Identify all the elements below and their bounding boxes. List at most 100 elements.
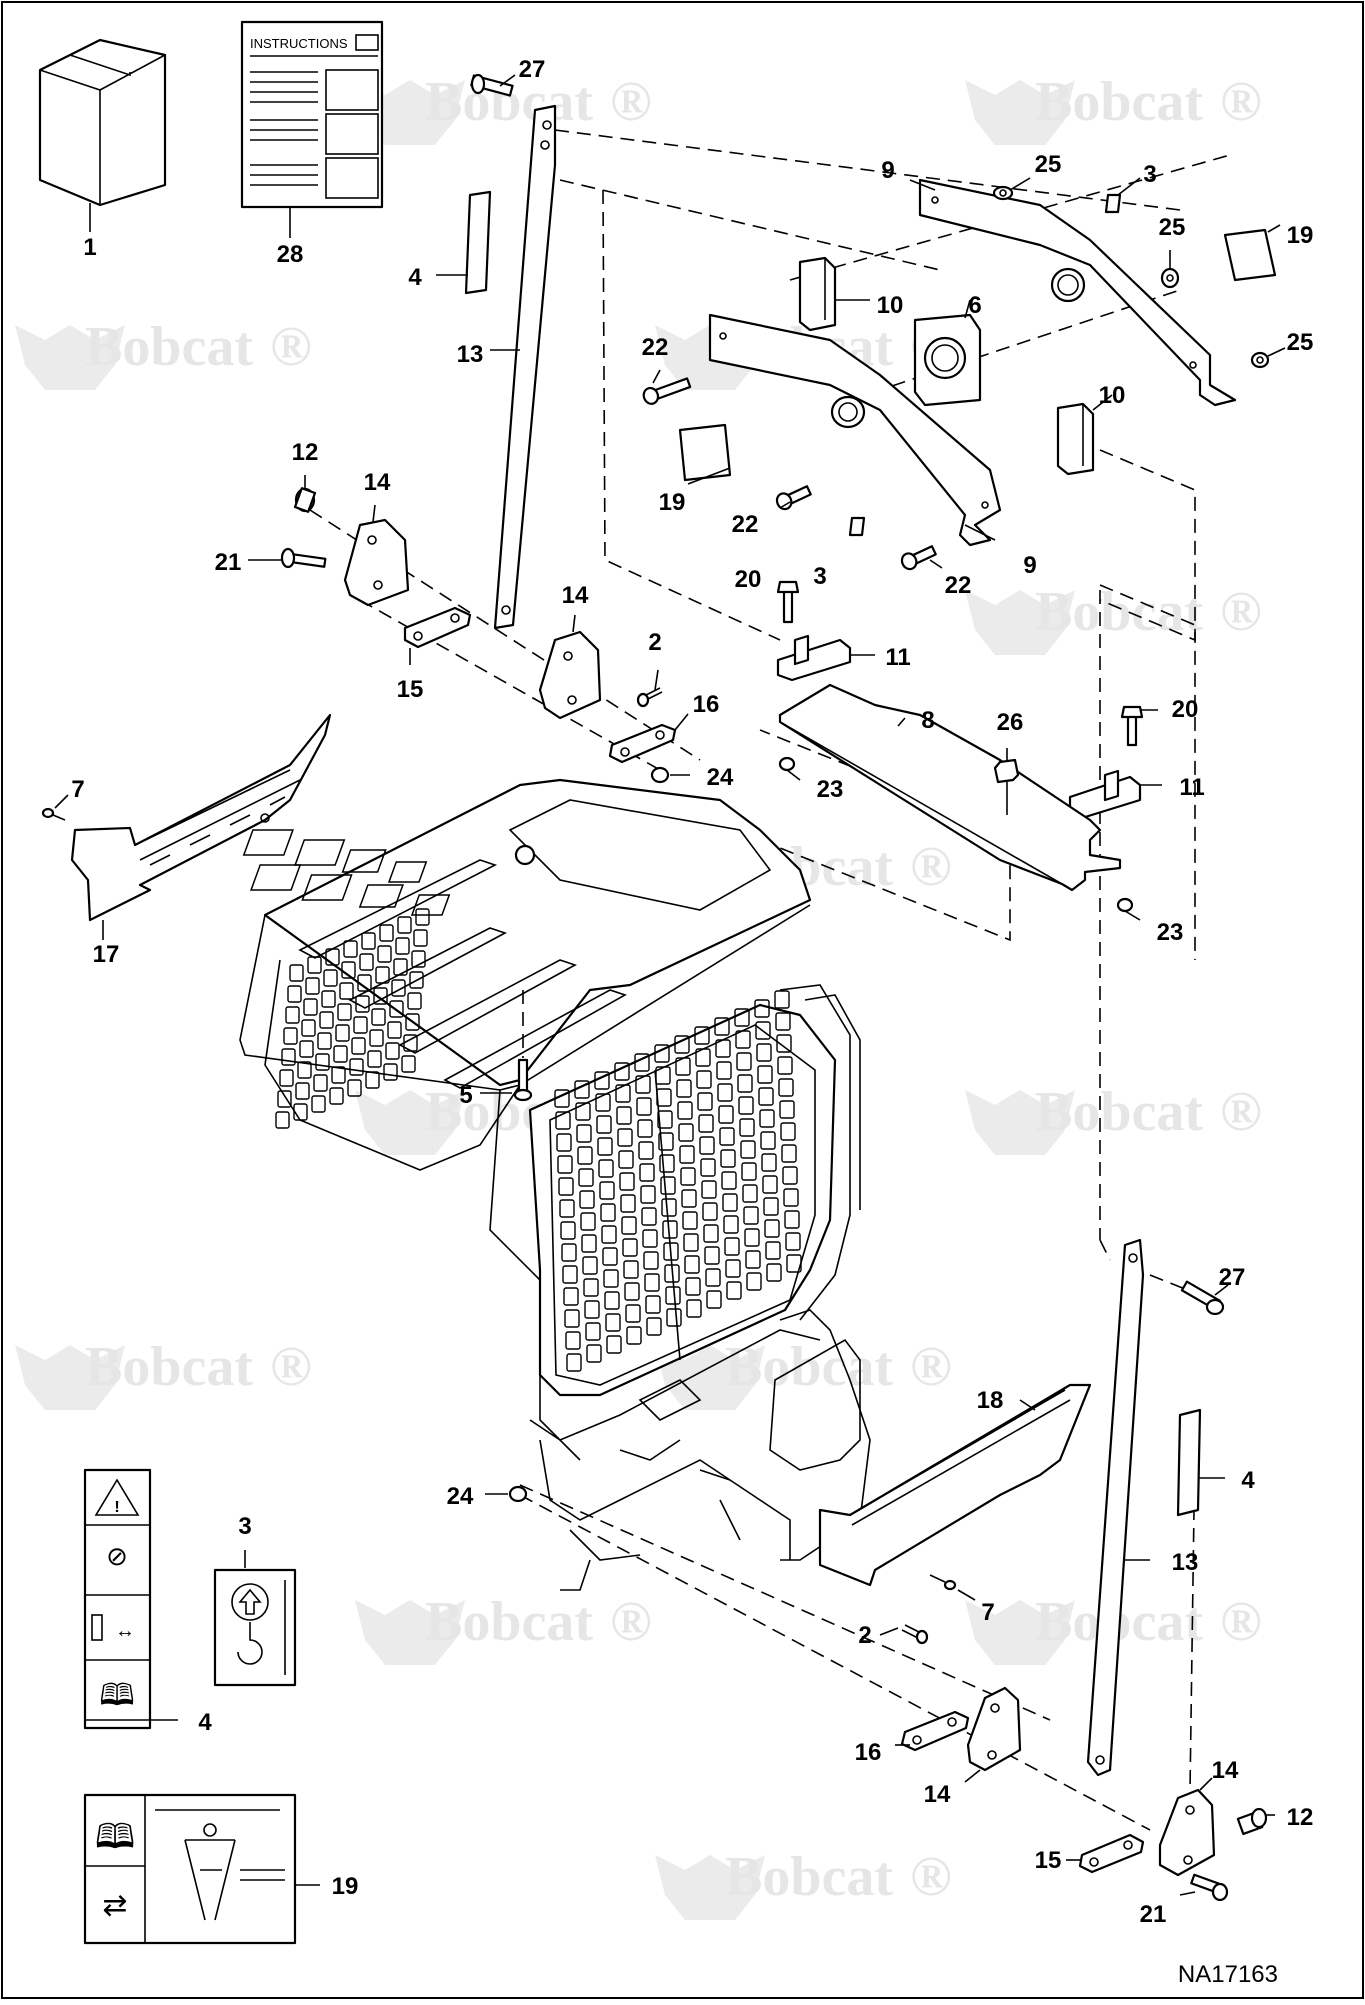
callout-c20b: 20	[1172, 696, 1199, 723]
item-10-blocks	[798, 256, 1113, 476]
item-1-box	[38, 38, 167, 232]
svg-text:Bobcat: Bobcat	[1035, 581, 1203, 643]
callout-c19a: 19	[1287, 222, 1314, 249]
callout-c10a: 10	[877, 292, 904, 319]
callout-c6: 6	[968, 292, 981, 319]
callout-c21b: 21	[1140, 1901, 1167, 1928]
watermark-layer: Bobcat ® Bobcat ® Bobcat ® Bobcat ® Bobcat ® Bobca…	[15, 71, 1262, 1920]
svg-text:®: ®	[910, 1336, 952, 1398]
bobcat-watermark: Bobcat®	[965, 1081, 1262, 1155]
svg-text:®: ®	[910, 836, 952, 898]
callout-c22a: 22	[642, 334, 669, 361]
callout-c20a: 20	[735, 566, 762, 593]
svg-text:®: ®	[610, 71, 652, 133]
item-22-bolts	[642, 369, 943, 571]
item-28-instructions-sheet: INSTRUCTIONS	[240, 20, 384, 238]
item-18-right-panel	[818, 1383, 1092, 1601]
callout-c8: 8	[921, 707, 934, 734]
item-14-plate-a	[343, 504, 410, 607]
svg-text:Bobcat: Bobcat	[1035, 71, 1203, 133]
item-20-bolts	[776, 580, 1158, 747]
lower-right-mount-hardware	[879, 1624, 1275, 1902]
left-side-screen	[275, 908, 430, 1129]
item-4-lower-decal	[1176, 1408, 1225, 1517]
item-19-lift-chart-decal: 🕮 ⇄	[83, 1793, 320, 1945]
callout-c19c: 19	[332, 1873, 359, 1900]
svg-text:🕮: 🕮	[99, 1679, 134, 1712]
callout-c3c: 3	[238, 1513, 251, 1540]
callout-c23b: 23	[1157, 919, 1184, 946]
item-12-upper-pin	[293, 475, 317, 513]
callout-c25c: 25	[1287, 329, 1314, 356]
bobcat-watermark: Bobcat®	[15, 316, 312, 390]
svg-text:®: ®	[270, 1336, 312, 1398]
item-21-lower-bolt	[1179, 1873, 1229, 1902]
item-27-upper-bolt	[470, 73, 516, 97]
bobcat-watermark: Bobcat®	[965, 71, 1262, 145]
callout-c3a: 3	[1143, 161, 1156, 188]
instructions-title: INSTRUCTIONS	[250, 36, 348, 51]
front-door-screen	[554, 990, 802, 1372]
callout-c10b: 10	[1099, 382, 1126, 409]
callout-c28: 28	[277, 241, 304, 268]
callout-c2a: 2	[648, 629, 661, 656]
item-4-safety-decal-sheet: ! ⊘ ↔ 🕮	[83, 1468, 178, 1730]
callout-c4c: 4	[198, 1709, 212, 1736]
callout-c21a: 21	[215, 549, 242, 576]
callout-c24b: 24	[447, 1483, 474, 1510]
item-13-lower-strut	[1086, 1238, 1150, 1777]
item-27-lower-bolt	[1180, 1280, 1229, 1316]
item-2-lower-cotter-pin	[879, 1624, 929, 1645]
callout-c12a: 12	[292, 439, 319, 466]
item-16-upper-link	[608, 713, 689, 764]
svg-text:⇄: ⇄	[102, 1889, 127, 1922]
item-19-plate-decals	[678, 224, 1281, 485]
item-13-upper-strut	[490, 104, 557, 630]
item-2-upper-cotter-pin	[636, 669, 663, 708]
item-24-upper-nut	[650, 766, 690, 784]
svg-text:®: ®	[1220, 1591, 1262, 1653]
callout-c17: 17	[93, 941, 120, 968]
svg-text:Bobcat: Bobcat	[725, 1846, 893, 1908]
upper-left-mount-hardware	[248, 475, 690, 784]
item-14-plate-b	[538, 614, 602, 720]
callout-c11a: 11	[885, 644, 910, 671]
svg-text:Bobcat: Bobcat	[425, 1591, 593, 1653]
svg-text:Bobcat: Bobcat	[425, 71, 593, 133]
callout-c15a: 15	[397, 676, 424, 703]
callout-c11b: 11	[1179, 774, 1204, 801]
item-12-lower-pin	[1236, 1807, 1275, 1836]
callout-c22b: 22	[732, 511, 759, 538]
svg-text:Bobcat: Bobcat	[85, 316, 253, 378]
callout-c16b: 16	[855, 1739, 882, 1766]
svg-text:Bobcat: Bobcat	[725, 1336, 893, 1398]
bobcat-watermark: Bobcat®	[655, 1846, 952, 1920]
callout-c26: 26	[997, 709, 1024, 736]
callout-c4a: 4	[408, 264, 422, 291]
item-3-small-decals	[848, 177, 1141, 537]
callout-c22c: 22	[945, 572, 972, 599]
callout-c24a: 24	[707, 764, 734, 791]
callout-c16a: 16	[693, 691, 720, 718]
item-21-upper-bolt	[248, 547, 327, 569]
callout-c14a: 14	[364, 469, 391, 496]
callout-c4b: 4	[1241, 1467, 1255, 1494]
callout-c12b: 12	[1287, 1804, 1314, 1831]
item-9-lower-plate	[708, 313, 1002, 547]
svg-text:Bobcat: Bobcat	[1035, 1081, 1203, 1143]
svg-text:⊘: ⊘	[106, 1541, 128, 1571]
item-24-lower-nut	[485, 1485, 528, 1503]
svg-text:®: ®	[1220, 581, 1262, 643]
bobcat-watermark: Bobcat ®	[355, 71, 652, 145]
drawing-number: NA17163	[1178, 1961, 1278, 1988]
cab-body	[239, 778, 871, 1591]
svg-text:®: ®	[610, 1591, 652, 1653]
callout-c7a: 7	[71, 776, 84, 803]
item-6-square-plate	[913, 299, 982, 407]
callout-c13b: 13	[1172, 1549, 1199, 1576]
item-14-plate-c	[964, 1686, 1022, 1783]
item-7-upper-screw	[41, 794, 69, 821]
item-25-washers	[992, 177, 1286, 369]
item-26-nut	[993, 748, 1020, 815]
